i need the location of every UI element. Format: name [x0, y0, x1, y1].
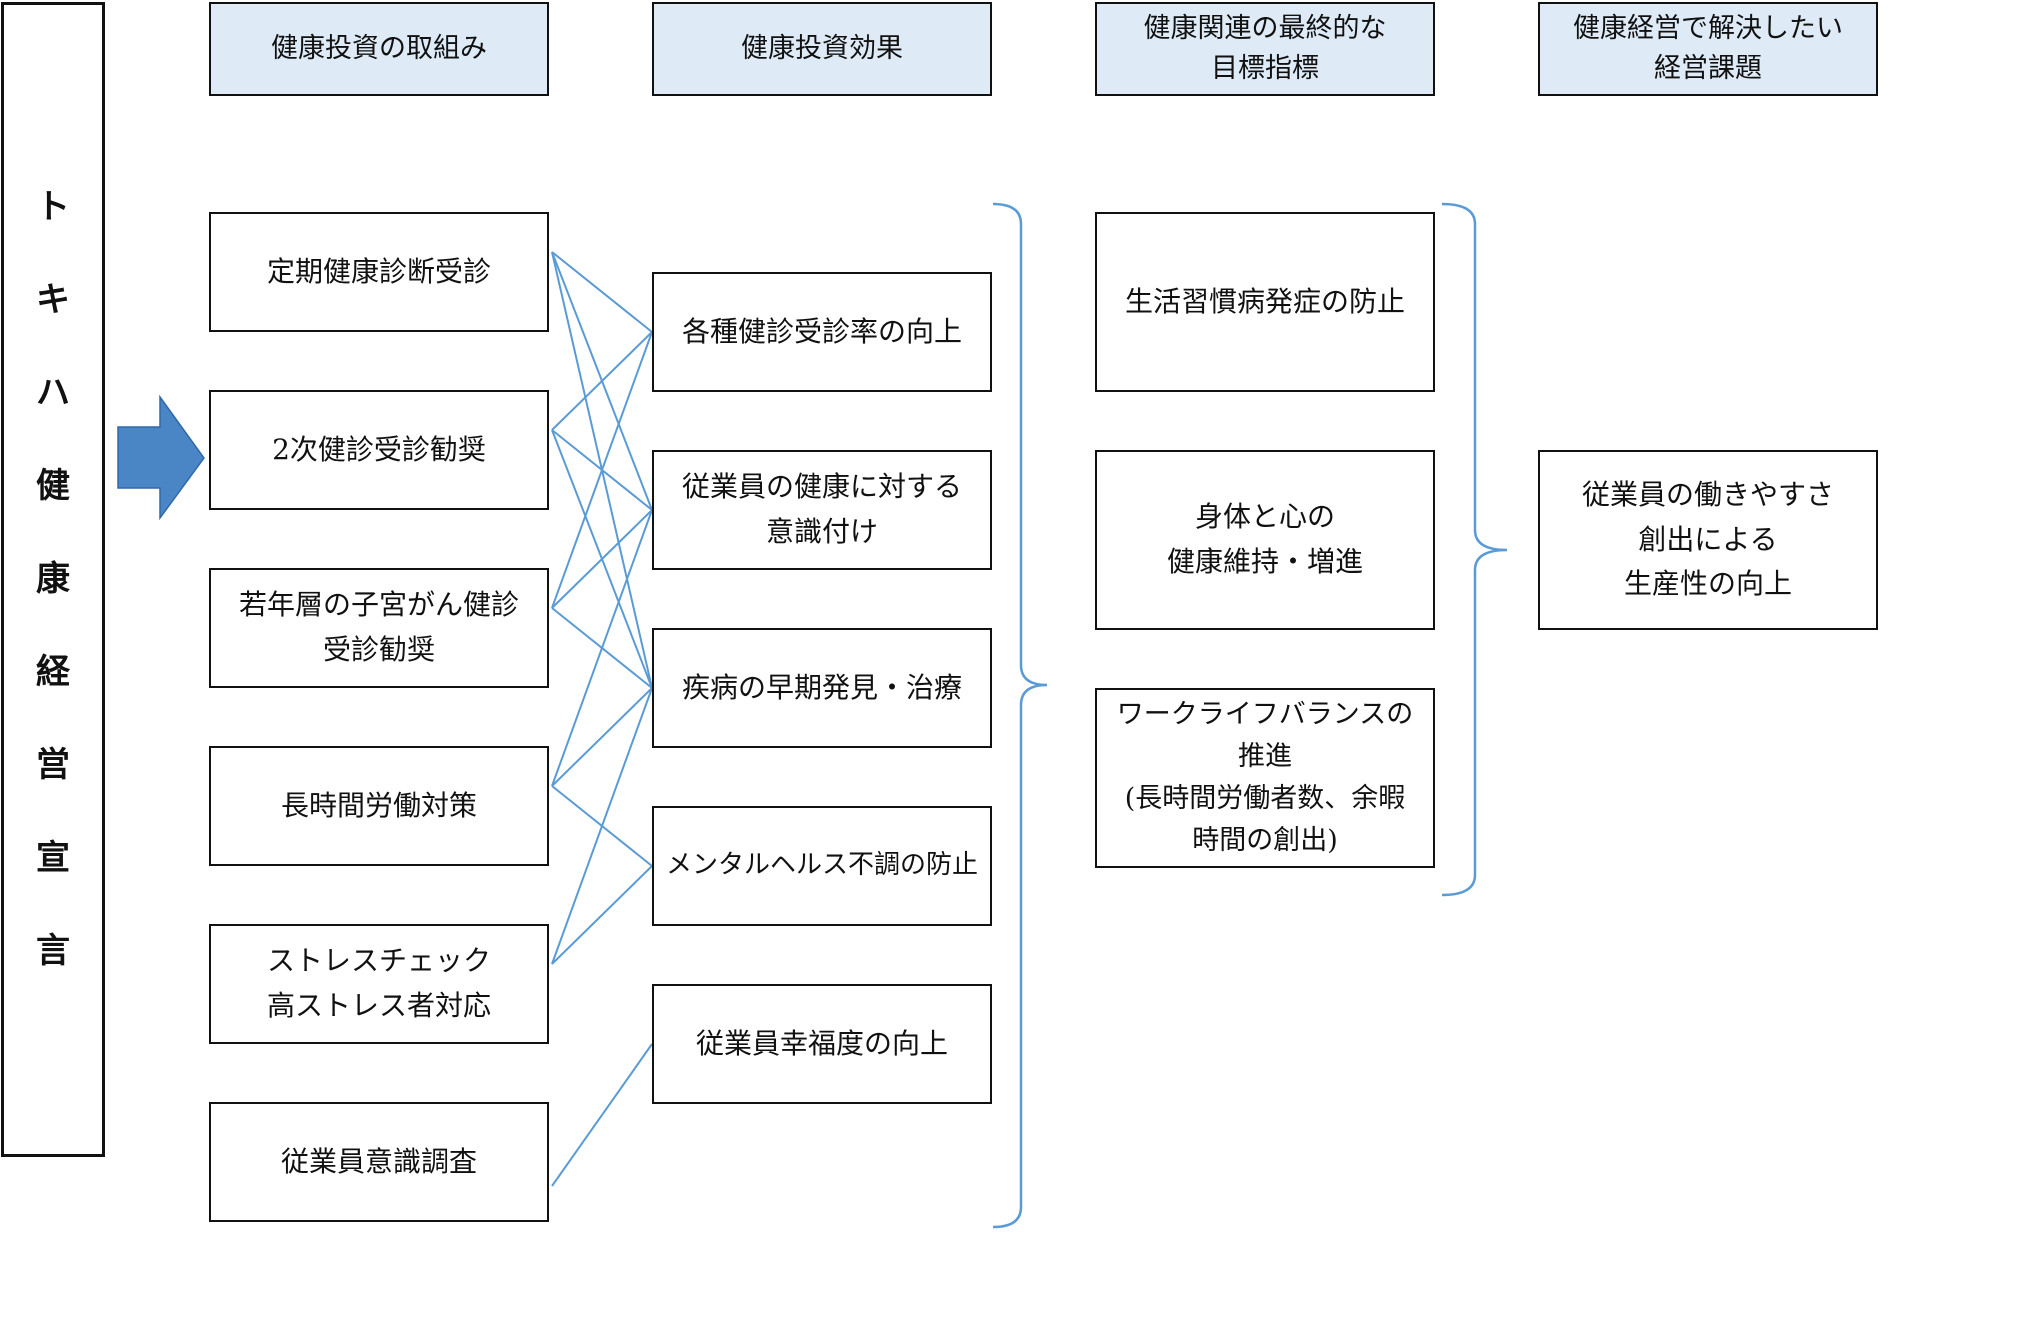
initiative-box: 2次健診受診勧奨: [209, 390, 549, 510]
declaration-char: 健: [36, 466, 70, 506]
declaration-char: 経: [36, 652, 70, 692]
goals-bracket: [1441, 202, 1508, 897]
declaration-char: 宣: [36, 838, 70, 878]
initiative-box: ストレスチェック 高ストレス者対応: [209, 924, 549, 1044]
declaration-char: 康: [36, 559, 70, 599]
effect-box: 従業員幸福度の向上: [652, 984, 992, 1104]
header-goals: 健康関連の最終的な 目標指標: [1095, 2, 1435, 96]
link-line: [551, 865, 653, 965]
declaration-char: 言: [36, 931, 70, 971]
effect-box: 従業員の健康に対する 意識付け: [652, 450, 992, 570]
initiative-box: 従業員意識調査: [209, 1102, 549, 1222]
link-line: [551, 687, 653, 787]
effects-bracket: [992, 202, 1048, 1229]
link-line: [551, 251, 653, 333]
goal-box: 生活習慣病発症の防止: [1095, 212, 1435, 392]
declaration-char: キ: [36, 280, 70, 320]
effect-box: 疾病の早期発見・治療: [652, 628, 992, 748]
effect-box: 各種健診受診率の向上: [652, 272, 992, 392]
declaration-box: ト キ ハ 健 康 経 営 宣 言: [1, 2, 105, 1157]
goal-box: 身体と心の 健康維持・増進: [1095, 450, 1435, 630]
link-line: [551, 509, 653, 787]
link-lines: [551, 251, 653, 1187]
link-line: [551, 1043, 653, 1187]
link-line: [551, 509, 653, 609]
link-line: [551, 331, 653, 431]
goal-box: ワークライフバランスの 推進 (長時間労働者数、余暇 時間の創出): [1095, 688, 1435, 868]
declaration-char: ト: [36, 187, 70, 227]
link-line: [551, 687, 653, 965]
header-initiatives: 健康投資の取組み: [209, 2, 549, 96]
header-issue: 健康経営で解決したい 経営課題: [1538, 2, 1878, 96]
declaration-char: ハ: [36, 373, 70, 413]
initiative-box: 若年層の子宮がん健診 受診勧奨: [209, 568, 549, 688]
header-effects: 健康投資効果: [652, 2, 992, 96]
right-arrow-icon: [117, 394, 205, 521]
initiative-box: 定期健康診断受診: [209, 212, 549, 332]
effect-box: メンタルヘルス不調の防止: [652, 806, 992, 926]
declaration-char: 営: [36, 745, 70, 785]
issue-box: 従業員の働きやすさ 創出による 生産性の向上: [1538, 450, 1878, 630]
initiative-box: 長時間労働対策: [209, 746, 549, 866]
link-line: [551, 331, 653, 609]
